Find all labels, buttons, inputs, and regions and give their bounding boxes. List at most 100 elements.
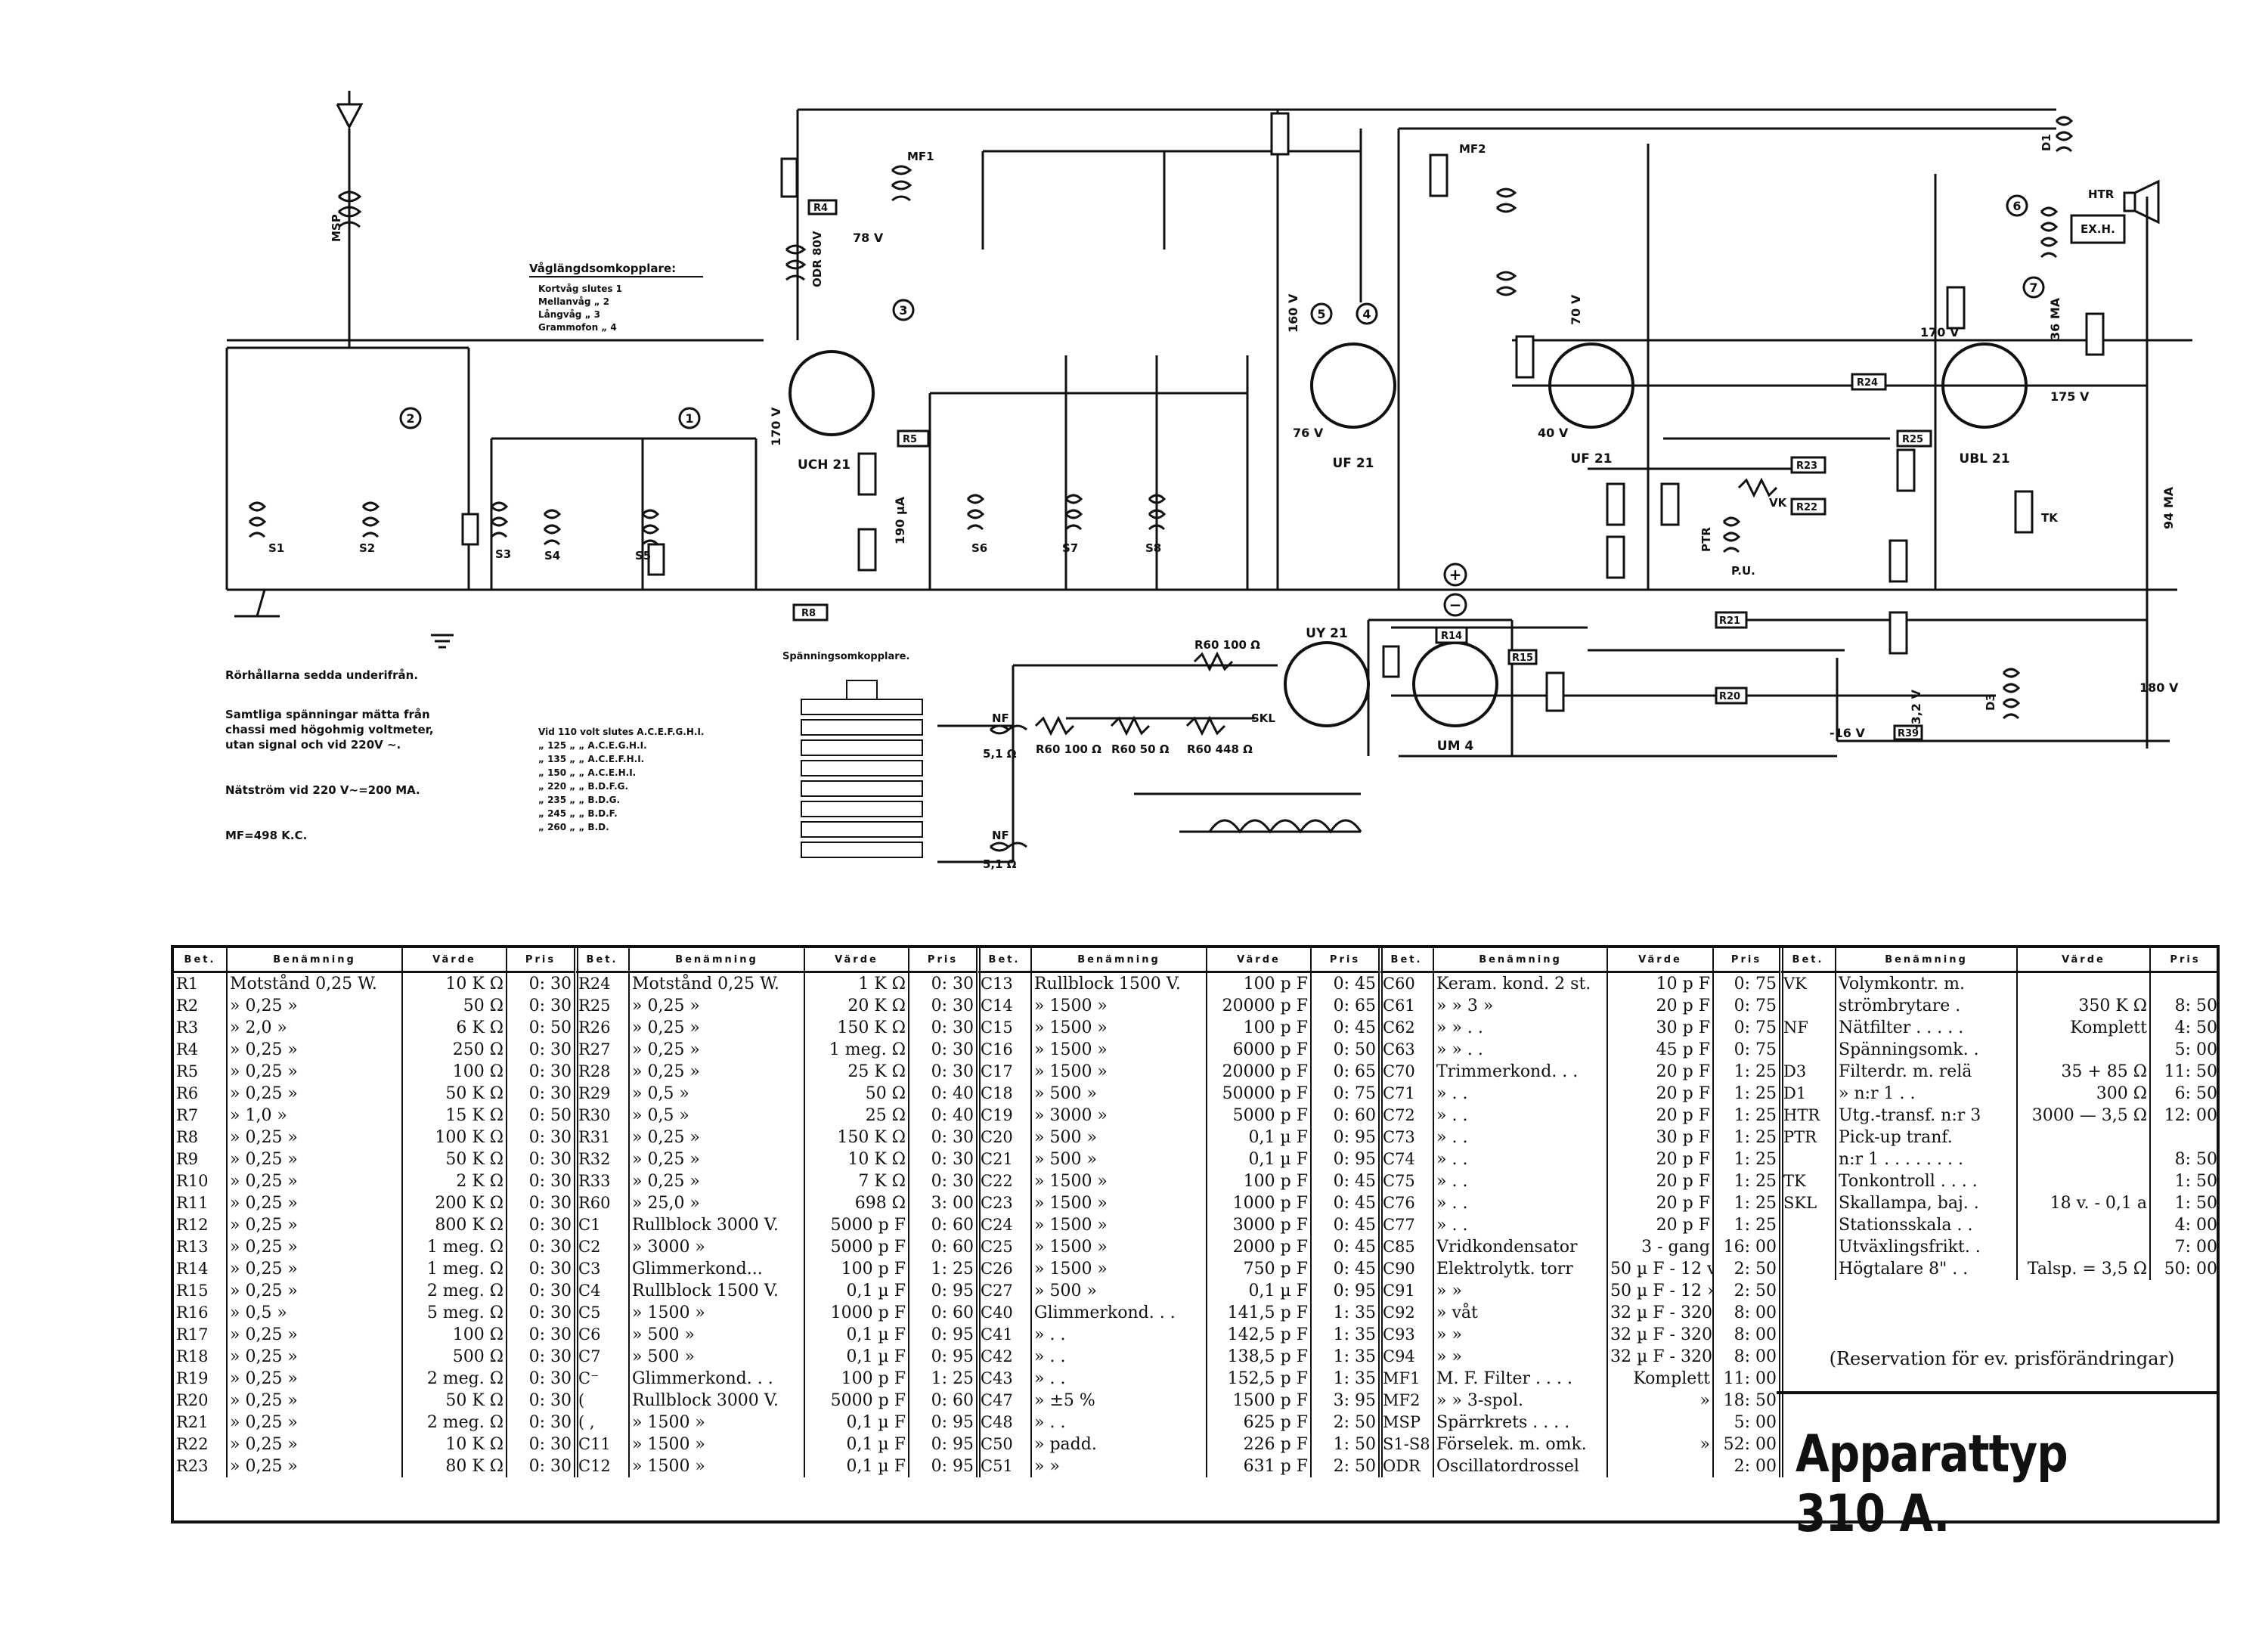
- part-designator: R10: [174, 1170, 228, 1192]
- part-description: » . .: [1031, 1368, 1207, 1390]
- part-price: 4: 00: [2174, 1216, 2217, 1235]
- part-description: Rullblock 1500 V.: [1031, 972, 1207, 995]
- part-value: [1607, 1412, 1714, 1434]
- part-description: Förselek. m. omk.: [1433, 1434, 1608, 1455]
- part-designator: R26: [576, 1017, 630, 1039]
- part-price: 0: 95: [909, 1324, 981, 1346]
- part-description: » »: [1433, 1324, 1608, 1346]
- part-price: 1: 25: [1713, 1214, 1783, 1236]
- header-varde: Värde: [1207, 948, 1312, 973]
- part-description: » 500 »: [629, 1324, 805, 1346]
- part-price: 0: 50: [1311, 1039, 1383, 1061]
- part-value: Komplett: [1607, 1368, 1714, 1390]
- part-value: [1607, 1455, 1714, 1477]
- part-designator: C73: [1380, 1127, 1434, 1148]
- part-price: 1: 25: [1713, 1105, 1783, 1127]
- part-designator: MF1: [1380, 1368, 1434, 1390]
- part-designator: C21: [978, 1148, 1032, 1170]
- part-description: » 3000 »: [629, 1236, 805, 1258]
- current-190ua: 190 µA: [893, 496, 907, 544]
- part-description: » 1500 »: [1031, 995, 1207, 1017]
- part-price: 0: 30: [507, 1258, 578, 1280]
- part-designator: R16: [174, 1302, 228, 1324]
- part-description: Motstånd 0,25 W.: [227, 972, 403, 995]
- part-designator: R6: [174, 1083, 228, 1105]
- part-price: 2: 50: [1713, 1280, 1783, 1302]
- part-price: 1: 25: [1713, 1061, 1783, 1083]
- part-price: 0: 30: [507, 972, 578, 995]
- part-value: 0,1 µ F: [804, 1346, 909, 1368]
- part-description: Skallampa, baj. .: [1836, 1192, 2018, 1214]
- tube-label-uch21: UCH 21: [798, 457, 850, 473]
- part-price: 0: 95: [1311, 1280, 1383, 1302]
- part-description: » » 3-spol.: [1433, 1390, 1608, 1412]
- part-value: 20 p F: [1607, 1105, 1714, 1127]
- part-description: » 0,25 »: [227, 1390, 403, 1412]
- part-designator: C72: [1380, 1105, 1434, 1127]
- r60-d: R60 448 Ω: [1187, 742, 1253, 756]
- part-designator: C13: [978, 972, 1032, 995]
- part-value: 5 meg. Ω: [402, 1302, 507, 1324]
- res-r25: R25: [1902, 434, 1923, 445]
- part-price: 0: 30: [909, 972, 981, 995]
- part-designator: C17: [978, 1061, 1032, 1083]
- part-designator: NF: [1781, 1017, 1836, 1039]
- model-title: Apparattyp 310 A.: [1796, 1424, 2068, 1544]
- part-value: 150 K Ω: [804, 1017, 909, 1039]
- part-description: » 1500 »: [629, 1302, 805, 1324]
- part-value: 2 K Ω: [402, 1170, 507, 1192]
- part-value: 5000 p F: [804, 1390, 909, 1412]
- part-description: » 0,25 »: [227, 1192, 403, 1214]
- part-price: 1: 50: [2174, 1194, 2217, 1213]
- part-description: » 1500 »: [1031, 1061, 1207, 1083]
- part-description: Glimmerkond. . .: [629, 1368, 805, 1390]
- waveband-row-2: Mellanvåg „ 2: [538, 296, 609, 307]
- part-value: 5000 p F: [804, 1214, 909, 1236]
- marker-6: 6: [2012, 199, 2021, 213]
- part-value: [2017, 1170, 2151, 1192]
- part-price: 1: 25: [909, 1368, 981, 1390]
- part-value: 6000 p F: [1207, 1039, 1312, 1061]
- tube-label-um4: UM 4: [1437, 739, 1474, 754]
- part-price: 11: 50: [2164, 1062, 2217, 1081]
- label-tk: TK: [2041, 511, 2059, 525]
- part-description: Vridkondensator: [1433, 1236, 1608, 1258]
- part-description: » 500 »: [1031, 1148, 1207, 1170]
- part-value: 32 µ F - 320 »: [1607, 1346, 1714, 1368]
- part-price: 0: 95: [909, 1280, 981, 1302]
- part-description: » 0,5 »: [629, 1105, 805, 1127]
- part-description: » 0,25 »: [629, 1017, 805, 1039]
- part-value: 5000 p F: [1207, 1105, 1312, 1127]
- part-price: 1: 25: [1713, 1127, 1783, 1148]
- header-bet: Bet.: [576, 948, 630, 973]
- part-description: » »: [1031, 1455, 1207, 1477]
- part-description: Glimmerkond. . .: [1031, 1302, 1207, 1324]
- vswitch-row-7: „ 245 „ „ B.D.F.: [538, 808, 618, 819]
- part-price: 1: 35: [1311, 1368, 1383, 1390]
- part-price: 0: 60: [1311, 1105, 1383, 1127]
- header-pris: Pris: [507, 948, 578, 973]
- label-pu: P.U.: [1731, 564, 1755, 578]
- part-designator: C18: [978, 1083, 1032, 1105]
- part-value: 50 µ F - 12 »: [1607, 1280, 1714, 1302]
- part-designator: C74: [1380, 1148, 1434, 1170]
